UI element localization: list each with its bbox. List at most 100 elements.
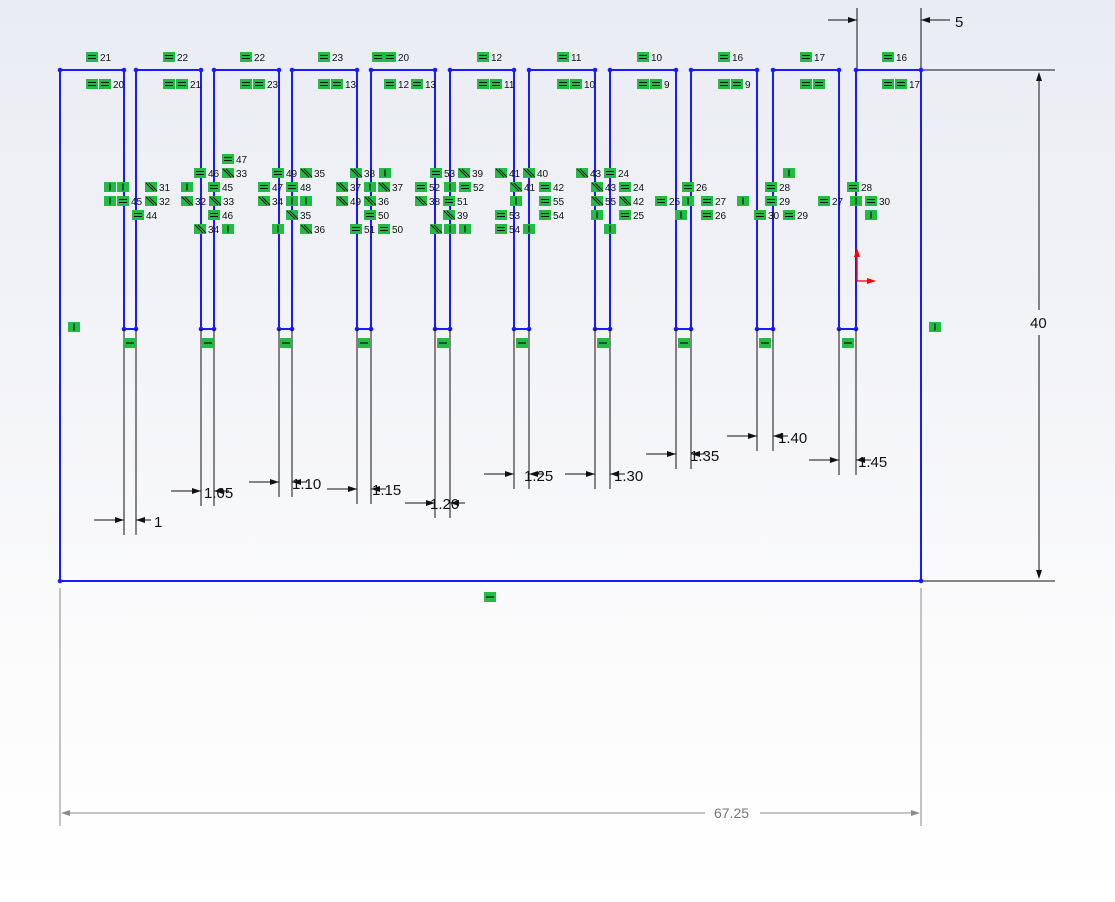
- relation-equal-icon[interactable]: [443, 196, 455, 206]
- relation-equal-icon[interactable]: [718, 52, 730, 62]
- relation-equal-icon[interactable]: [208, 182, 220, 192]
- relation-vertical-icon[interactable]: [181, 182, 193, 192]
- dim-slot-7[interactable]: 1.30: [614, 468, 643, 485]
- relation-horizontal-icon[interactable]: [516, 338, 528, 348]
- relation-parallel-icon[interactable]: [495, 168, 508, 178]
- relation-equal-icon[interactable]: [477, 79, 489, 89]
- relation-equal-icon[interactable]: [86, 52, 98, 62]
- relation-vertical-icon[interactable]: [104, 182, 116, 192]
- relation-vertical-icon[interactable]: [783, 168, 795, 178]
- dim-slot-10[interactable]: 1.45: [858, 454, 887, 471]
- relation-horizontal-icon[interactable]: [597, 338, 609, 348]
- relation-equal-icon[interactable]: [570, 79, 582, 89]
- relation-parallel-icon[interactable]: [194, 224, 207, 234]
- relation-vertical-icon[interactable]: [222, 224, 234, 234]
- dim-slot-1[interactable]: 1: [154, 514, 162, 531]
- relation-equal-icon[interactable]: [783, 210, 795, 220]
- relation-equal-icon[interactable]: [132, 210, 144, 220]
- relation-vertical-icon[interactable]: [444, 182, 456, 192]
- relation-equal-icon[interactable]: [176, 79, 188, 89]
- relation-equal-icon[interactable]: [258, 182, 270, 192]
- relation-equal-icon[interactable]: [539, 210, 551, 220]
- relation-parallel-icon[interactable]: [510, 182, 523, 192]
- relation-equal-icon[interactable]: [208, 210, 220, 220]
- relation-equal-icon[interactable]: [384, 79, 396, 89]
- relation-parallel-icon[interactable]: [378, 182, 391, 192]
- dim-top-gap[interactable]: 5: [955, 14, 963, 31]
- relation-equal-icon[interactable]: [415, 182, 427, 192]
- relation-equal-icon[interactable]: [718, 79, 730, 89]
- sketch-point[interactable]: [198, 67, 204, 73]
- sketch-point[interactable]: [607, 67, 613, 73]
- relation-vertical-icon[interactable]: [737, 196, 749, 206]
- dim-slot-5[interactable]: 1.20: [430, 496, 459, 513]
- dim-slot-2[interactable]: 1.05: [204, 485, 233, 502]
- sketch-point[interactable]: [673, 67, 679, 73]
- sketch-point[interactable]: [133, 67, 139, 73]
- relation-vertical-icon[interactable]: [364, 182, 376, 192]
- relation-vertical-icon[interactable]: [444, 224, 456, 234]
- relation-vertical-icon[interactable]: [850, 196, 862, 206]
- relation-equal-icon[interactable]: [477, 52, 489, 62]
- relation-equal-icon[interactable]: [800, 79, 812, 89]
- dim-slot-6[interactable]: 1.25: [524, 468, 553, 485]
- relation-equal-icon[interactable]: [286, 182, 298, 192]
- relation-equal-icon[interactable]: [637, 79, 649, 89]
- relation-equal-icon[interactable]: [637, 52, 649, 62]
- relation-parallel-icon[interactable]: [258, 196, 271, 206]
- relation-vertical-icon[interactable]: [865, 210, 877, 220]
- relation-equal-icon[interactable]: [818, 196, 830, 206]
- relation-vertical-icon[interactable]: [379, 168, 391, 178]
- dim-overall-height[interactable]: 40: [1030, 315, 1047, 332]
- relation-vertical-icon[interactable]: [300, 196, 312, 206]
- sketch-point[interactable]: [754, 67, 760, 73]
- relation-vertical-icon[interactable]: [117, 182, 129, 192]
- relation-parallel-icon[interactable]: [591, 182, 604, 192]
- outline-path[interactable]: [59, 69, 922, 582]
- relation-horizontal-icon[interactable]: [759, 338, 771, 348]
- relation-equal-icon[interactable]: [655, 196, 667, 206]
- relation-equal-icon[interactable]: [731, 79, 743, 89]
- relation-equal-icon[interactable]: [701, 210, 713, 220]
- relation-equal-icon[interactable]: [253, 79, 265, 89]
- sketch-point[interactable]: [592, 67, 598, 73]
- sketch-point[interactable]: [770, 67, 776, 73]
- relation-vertical-icon[interactable]: [682, 196, 694, 206]
- relation-parallel-icon[interactable]: [181, 196, 194, 206]
- relation-parallel-icon[interactable]: [300, 224, 313, 234]
- relation-parallel-icon[interactable]: [300, 168, 313, 178]
- relation-equal-icon[interactable]: [222, 154, 234, 164]
- sketch-point[interactable]: [211, 67, 217, 73]
- relation-parallel-icon[interactable]: [364, 196, 377, 206]
- relation-parallel-icon[interactable]: [458, 168, 471, 178]
- relation-parallel-icon[interactable]: [145, 182, 158, 192]
- relation-equal-icon[interactable]: [384, 52, 396, 62]
- dim-overall-width[interactable]: 67.25: [714, 805, 749, 821]
- relation-equal-icon[interactable]: [813, 79, 825, 89]
- sketch-point[interactable]: [688, 67, 694, 73]
- relation-vertical-icon[interactable]: [272, 224, 284, 234]
- dim-slot-3[interactable]: 1.10: [292, 476, 321, 493]
- relation-equal-icon[interactable]: [765, 182, 777, 192]
- relation-horizontal-icon[interactable]: [842, 338, 854, 348]
- relation-equal-icon[interactable]: [765, 196, 777, 206]
- relation-equal-icon[interactable]: [882, 79, 894, 89]
- relation-parallel-icon[interactable]: [523, 168, 536, 178]
- sketch-point[interactable]: [526, 67, 532, 73]
- relation-parallel-icon[interactable]: [619, 196, 632, 206]
- relation-horizontal-icon[interactable]: [280, 338, 292, 348]
- relation-parallel-icon[interactable]: [430, 224, 443, 234]
- dim-slot-9[interactable]: 1.40: [778, 430, 807, 447]
- relation-equal-icon[interactable]: [117, 196, 129, 206]
- relation-equal-icon[interactable]: [754, 210, 766, 220]
- relation-equal-icon[interactable]: [650, 79, 662, 89]
- relation-equal-icon[interactable]: [240, 52, 252, 62]
- relation-parallel-icon[interactable]: [336, 182, 349, 192]
- relation-equal-icon[interactable]: [882, 52, 894, 62]
- relation-equal-icon[interactable]: [86, 79, 98, 89]
- relation-vertical-icon[interactable]: [523, 224, 535, 234]
- relation-horizontal-icon[interactable]: [484, 592, 496, 602]
- relation-equal-icon[interactable]: [895, 79, 907, 89]
- relation-vertical-icon[interactable]: [675, 210, 687, 220]
